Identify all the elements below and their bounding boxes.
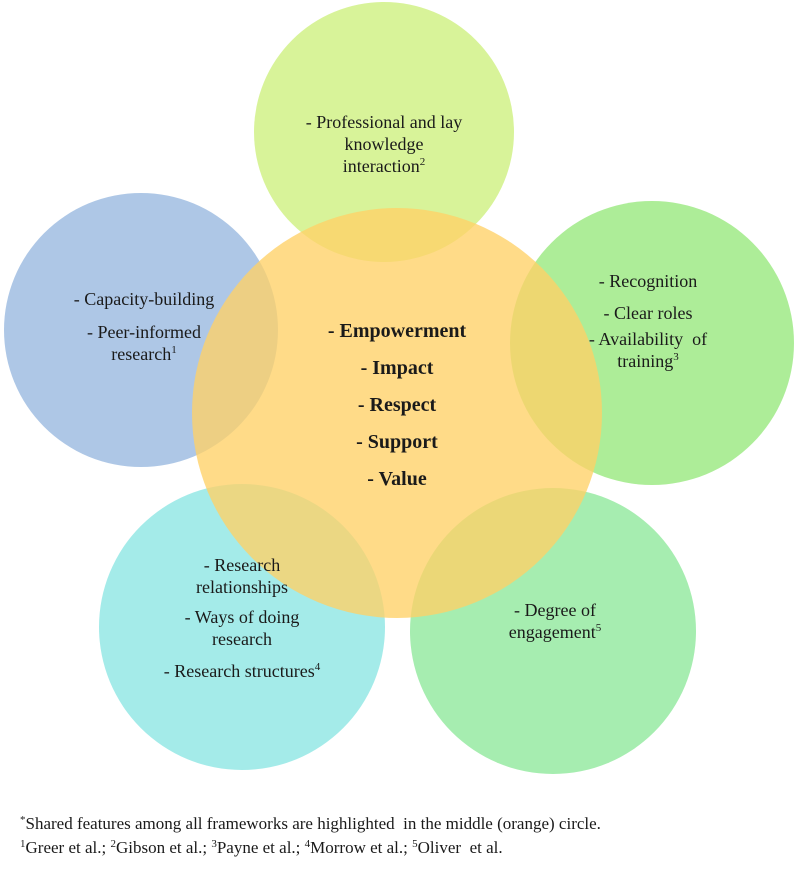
bottom-right-line-1: - Degree of [514, 600, 596, 620]
right-line-2: - Clear roles [603, 303, 693, 323]
center-item: - Empowerment [327, 320, 467, 342]
right-circle-label: - Recognition - Clear roles - Availabili… [548, 270, 748, 372]
bottom-left-line-1: - Research [203, 555, 281, 575]
bottom-left-line-4: research [212, 629, 272, 649]
bottom-left-circle-label: - Research relationships - Ways of doing… [142, 554, 342, 682]
footnote: *Shared features among all frameworks ar… [20, 812, 601, 860]
center-item: - Value [367, 468, 427, 490]
top-line-3: interaction2 [342, 156, 426, 176]
left-line-1: - Capacity-building [73, 289, 215, 309]
bottom-left-line-5: - Research structures4 [163, 661, 321, 681]
left-circle-label: - Capacity-building - Peer-informed rese… [44, 288, 244, 365]
top-line-1: - Professional and lay [305, 112, 463, 132]
circle-center [192, 208, 602, 618]
right-line-4: training3 [617, 351, 679, 371]
circle-top [254, 2, 514, 262]
right-line-1: - Recognition [598, 271, 698, 291]
top-line-2: knowledge [344, 134, 424, 154]
top-circle-label: - Professional and lay knowledge interac… [284, 111, 484, 177]
center-circle-label: - Empowerment - Impact - Respect - Suppo… [297, 313, 497, 498]
left-line-3: research1 [111, 344, 177, 364]
bottom-left-line-2: relationships [196, 577, 288, 597]
footnote-line-1: *Shared features among all frameworks ar… [20, 814, 601, 833]
bottom-left-line-3: - Ways of doing [184, 607, 300, 627]
venn-diagram [4, 2, 794, 774]
bottom-right-line-2: engagement5 [508, 622, 602, 642]
center-item: - Support [356, 431, 438, 453]
bottom-right-circle-label: - Degree of engagement5 [455, 599, 655, 643]
footnote-references: 1Greer et al.; 2Gibson et al.; 3Payne et… [20, 838, 503, 857]
center-item: - Respect [357, 394, 437, 416]
right-line-3: - Availability of [588, 329, 708, 349]
center-item: - Impact [360, 357, 434, 379]
left-line-2: - Peer-informed [86, 322, 202, 342]
